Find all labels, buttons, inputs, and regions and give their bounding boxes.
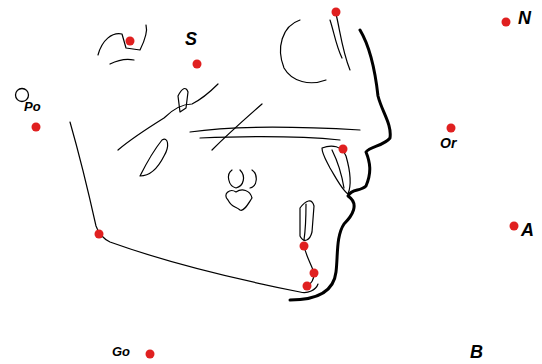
gonion-label: Go: [112, 345, 130, 358]
orbitale-label: Or: [440, 136, 456, 150]
point-b-label: B: [470, 343, 483, 361]
porion-label: Po: [24, 100, 41, 113]
nasion-label: N: [518, 9, 531, 27]
sella-label: S: [185, 30, 197, 48]
point-a-label: A: [521, 221, 534, 239]
